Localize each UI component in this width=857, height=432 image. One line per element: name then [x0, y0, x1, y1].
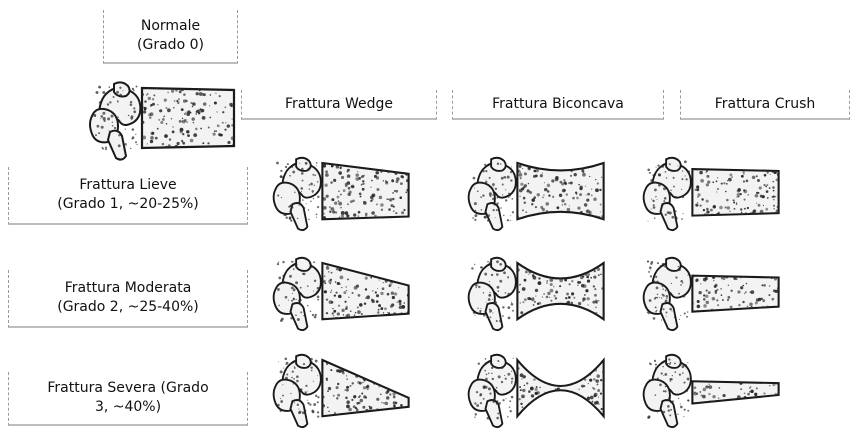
vertebra-normal-illustration	[84, 80, 244, 160]
vertebra-crush-moderate-illustration	[638, 255, 788, 331]
column-header-label: Frattura Wedge	[285, 95, 393, 114]
row-label-moderate: Frattura Moderata (Grado 2, ~25-40%)	[8, 270, 248, 328]
row-label-title: Frattura Severa (Grado	[47, 379, 208, 398]
vertebra-crush-mild-illustration	[638, 155, 788, 231]
vertebra-wedge-moderate-illustration	[268, 255, 418, 331]
column-header-label: Frattura Biconcava	[492, 95, 624, 114]
column-header-label: Frattura Crush	[715, 95, 816, 114]
vertebra-biconcave-severe-illustration	[463, 352, 613, 428]
row-label-title: Frattura Moderata	[65, 279, 192, 298]
vertebra-biconcave-moderate-illustration	[463, 255, 613, 331]
normal-title: Normale	[141, 17, 200, 36]
row-label-mild: Frattura Lieve (Grado 1, ~20-25%)	[8, 167, 248, 225]
row-label-grade: (Grado 1, ~20-25%)	[57, 195, 199, 214]
vertebra-wedge-severe-illustration	[268, 352, 418, 428]
vertebra-crush-severe-illustration	[638, 352, 788, 428]
column-header-crush: Frattura Crush	[680, 90, 850, 120]
column-header-biconcave: Frattura Biconcava	[452, 90, 664, 120]
vertebra-biconcave-mild-illustration	[463, 155, 613, 231]
row-label-grade: (Grado 2, ~25-40%)	[57, 298, 199, 317]
vertebra-wedge-mild-illustration	[268, 155, 418, 231]
row-label-grade: 3, ~40%)	[95, 398, 161, 417]
column-header-wedge: Frattura Wedge	[241, 90, 437, 120]
normal-label: Normale (Grado 0)	[103, 10, 238, 64]
normal-grade: (Grado 0)	[137, 36, 204, 55]
row-label-severe: Frattura Severa (Grado 3, ~40%)	[8, 372, 248, 426]
row-label-title: Frattura Lieve	[79, 176, 176, 195]
